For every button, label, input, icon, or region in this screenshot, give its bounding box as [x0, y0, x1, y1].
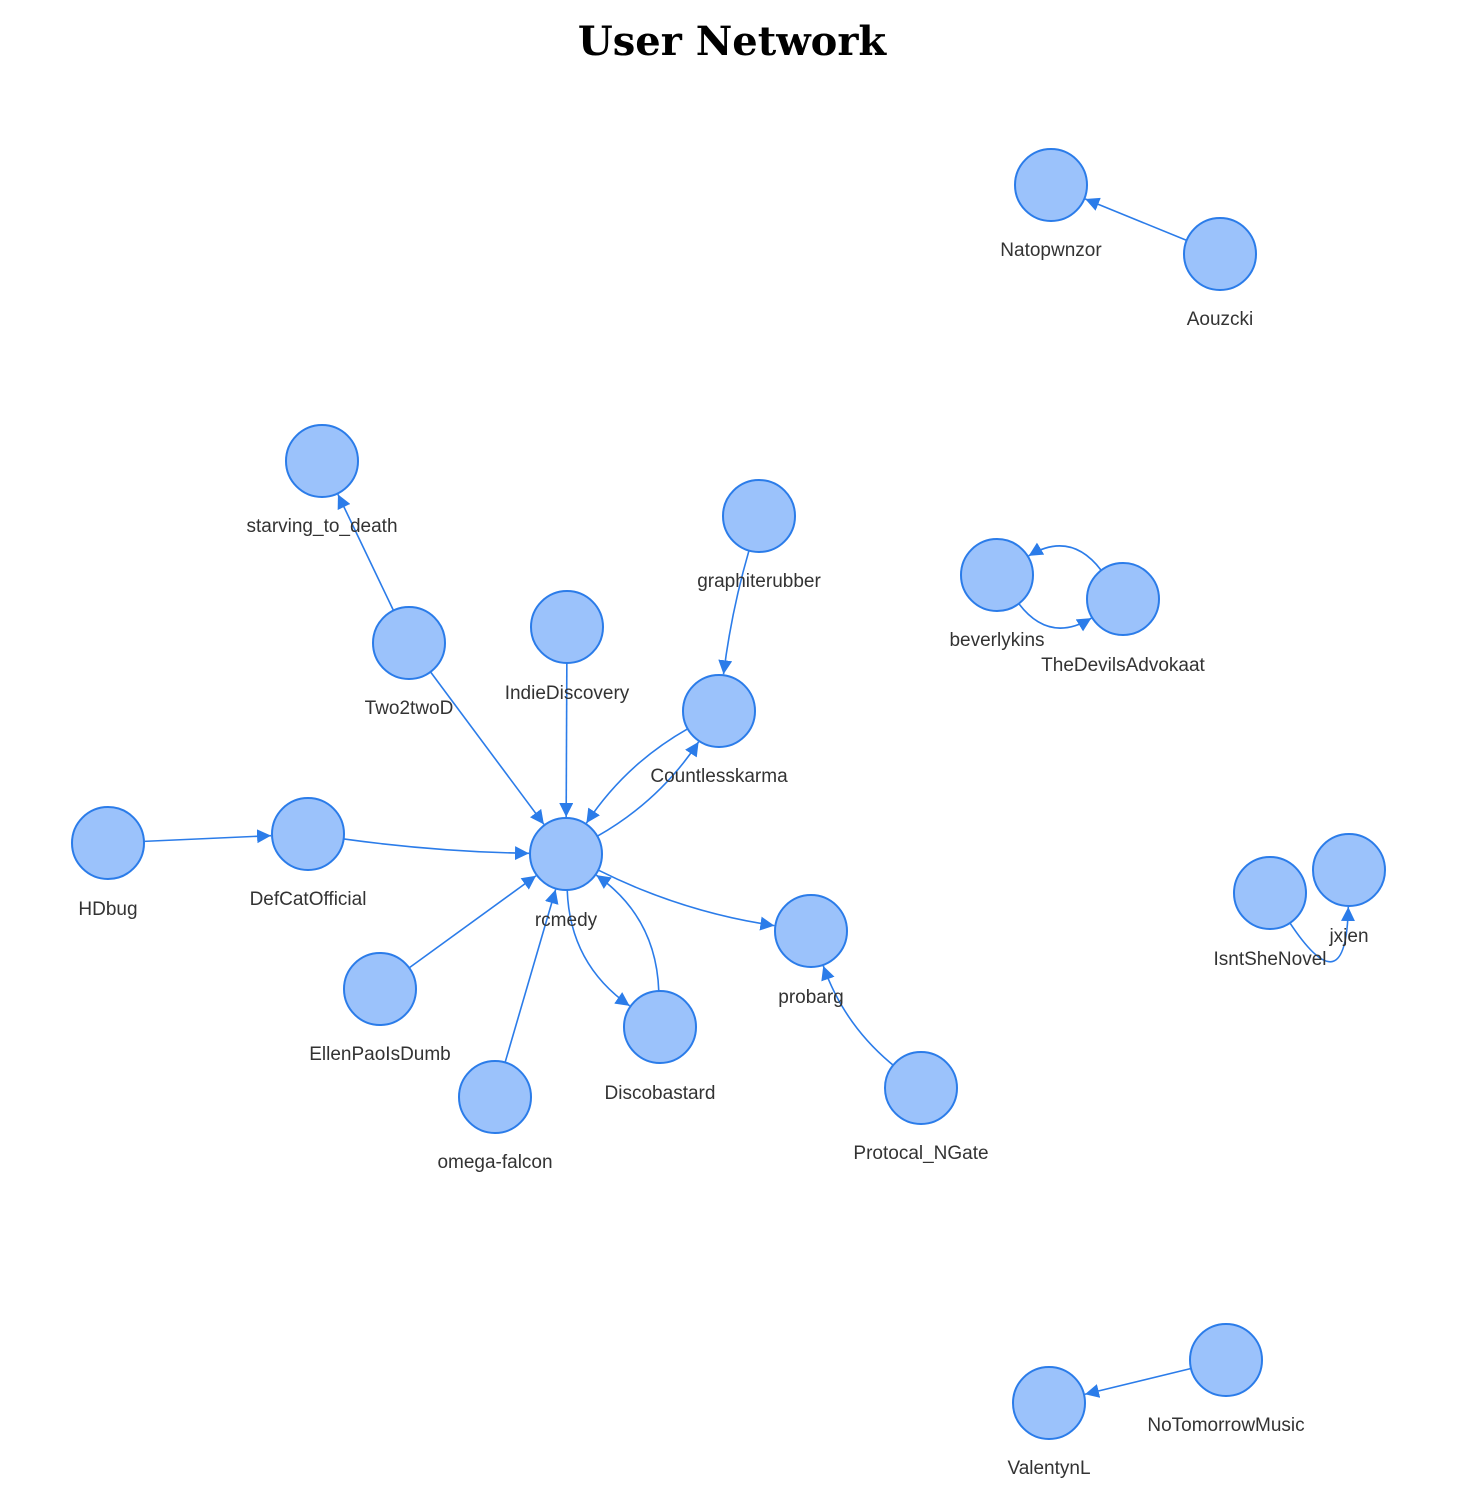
node-label: omega-falcon	[437, 1152, 552, 1173]
node-label: Natopwnzor	[1000, 240, 1102, 261]
node-circle[interactable]	[1189, 1323, 1263, 1397]
edge-Countlesskarma-to-rcmedy	[585, 728, 689, 824]
node-label: Discobastard	[605, 1083, 716, 1104]
node-graphiterubber[interactable]: graphiterubber	[697, 479, 821, 592]
edge-Two2twoD-to-starving_to_death	[337, 494, 395, 611]
node-circle[interactable]	[372, 606, 446, 680]
node-probarg[interactable]: probarg	[774, 894, 848, 1008]
node-Aouzcki[interactable]: Aouzcki	[1183, 217, 1257, 330]
edge-layer	[143, 197, 1355, 1398]
edge-IndieDiscovery-to-rcmedy	[559, 662, 574, 818]
node-circle[interactable]	[774, 894, 848, 968]
node-circle[interactable]	[1086, 562, 1160, 636]
node-omega-falcon[interactable]: omega-falcon	[437, 1060, 553, 1173]
node-circle[interactable]	[530, 590, 604, 664]
node-circle[interactable]	[71, 806, 145, 880]
node-label: NoTomorrowMusic	[1147, 1415, 1304, 1436]
node-NoTomorrowMusic[interactable]: NoTomorrowMusic	[1147, 1323, 1305, 1436]
node-IsntSheNovel[interactable]: IsntSheNovel	[1213, 856, 1327, 970]
edge-rcmedy-to-Discobastard	[566, 889, 631, 1007]
node-circle[interactable]	[1012, 1366, 1086, 1440]
node-Countlesskarma[interactable]: Countlesskarma	[650, 674, 788, 787]
node-circle[interactable]	[529, 817, 603, 891]
edge-DefCatOfficial-to-rcmedy	[343, 838, 530, 861]
node-circle[interactable]	[623, 990, 697, 1064]
node-EllenPaoIsDumb[interactable]: EllenPaoIsDumb	[309, 952, 451, 1065]
node-label: graphiterubber	[697, 571, 821, 592]
node-circle[interactable]	[884, 1051, 958, 1125]
edge-TheDevilsAdvokaat-to-beverlykins	[1028, 542, 1102, 571]
node-circle[interactable]	[722, 479, 796, 553]
node-label: HDbug	[78, 899, 137, 920]
node-label: IndieDiscovery	[505, 683, 630, 704]
edge-rcmedy-to-Countlesskarma	[596, 741, 700, 837]
edge-EllenPaoIsDumb-to-rcmedy	[408, 875, 537, 969]
node-rcmedy[interactable]: rcmedy	[529, 817, 603, 931]
node-circle[interactable]	[682, 674, 756, 748]
node-label: jxjen	[1328, 926, 1368, 947]
node-label: ValentynL	[1007, 1458, 1090, 1479]
node-Protocal_NGate[interactable]: Protocal_NGate	[853, 1051, 989, 1164]
node-circle[interactable]	[1014, 148, 1088, 222]
node-jxjen[interactable]: jxjen	[1312, 833, 1386, 947]
edge-IsntSheNovel-to-jxjen	[1289, 906, 1355, 963]
node-DefCatOfficial[interactable]: DefCatOfficial	[250, 797, 367, 910]
node-label: Aouzcki	[1187, 309, 1254, 330]
edge-Two2twoD-to-rcmedy	[429, 671, 545, 825]
node-label: beverlykins	[949, 630, 1044, 651]
node-circle[interactable]	[458, 1060, 532, 1134]
node-label: probarg	[778, 987, 844, 1008]
node-ValentynL[interactable]: ValentynL	[1007, 1366, 1091, 1479]
node-label: EllenPaoIsDumb	[309, 1044, 451, 1065]
node-Two2twoD[interactable]: Two2twoD	[365, 606, 454, 719]
edge-HDbug-to-DefCatOfficial	[143, 829, 272, 844]
node-label: Countlesskarma	[650, 766, 788, 787]
edge-Protocal_NGate-to-probarg	[821, 965, 894, 1066]
edge-graphiterubber-to-Countlesskarma	[718, 550, 750, 675]
edge-omega-falcon-to-rcmedy	[504, 889, 559, 1063]
node-Discobastard[interactable]: Discobastard	[605, 990, 716, 1104]
node-IndieDiscovery[interactable]: IndieDiscovery	[505, 590, 630, 704]
node-label: DefCatOfficial	[250, 889, 367, 910]
node-circle[interactable]	[1183, 217, 1257, 291]
node-label: TheDevilsAdvokaat	[1041, 655, 1205, 676]
node-circle[interactable]	[960, 538, 1034, 612]
node-label: IsntSheNovel	[1213, 949, 1326, 970]
node-circle[interactable]	[343, 952, 417, 1026]
node-circle[interactable]	[285, 424, 359, 498]
node-beverlykins[interactable]: beverlykins	[949, 538, 1045, 651]
node-TheDevilsAdvokaat[interactable]: TheDevilsAdvokaat	[1041, 562, 1206, 676]
node-HDbug[interactable]: HDbug	[71, 806, 145, 920]
node-label: rcmedy	[535, 910, 598, 931]
node-Natopwnzor[interactable]: Natopwnzor	[1000, 148, 1102, 261]
node-circle[interactable]	[271, 797, 345, 871]
node-label: Protocal_NGate	[853, 1143, 988, 1164]
edge-beverlykins-to-TheDevilsAdvokaat	[1018, 603, 1092, 632]
page-title: User Network	[577, 18, 887, 65]
node-label: starving_to_death	[246, 516, 397, 537]
edge-rcmedy-to-probarg	[597, 869, 775, 931]
edge-NoTomorrowMusic-to-ValentynL	[1084, 1367, 1192, 1398]
edge-Aouzcki-to-Natopwnzor	[1084, 197, 1187, 242]
node-starving_to_death[interactable]: starving_to_death	[246, 424, 398, 537]
node-label: Two2twoD	[365, 698, 454, 719]
node-circle[interactable]	[1312, 833, 1386, 907]
node-circle[interactable]	[1233, 856, 1307, 930]
edge-Discobastard-to-rcmedy	[595, 874, 660, 992]
